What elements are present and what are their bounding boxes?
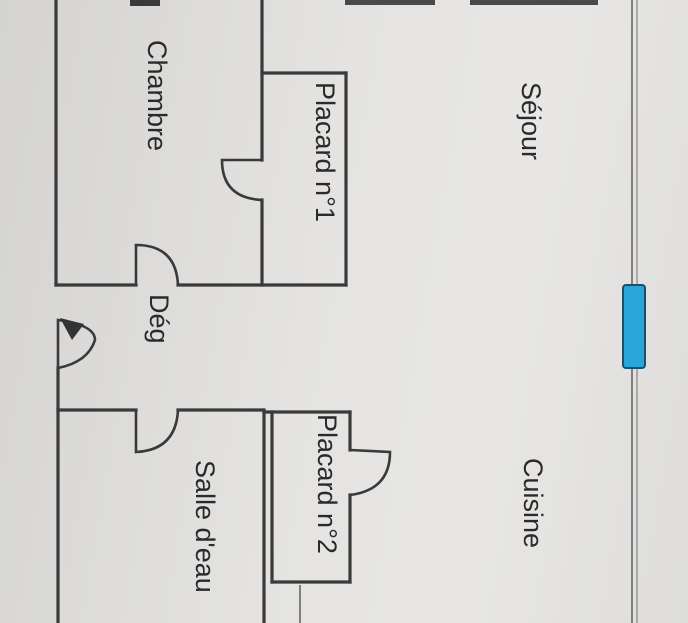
placard1-door — [220, 158, 263, 202]
top-fixture-mid — [345, 0, 435, 5]
label-salle-eau: Salle d'eau — [190, 460, 220, 593]
top-fixture-left — [130, 0, 160, 6]
exterior-wall-right — [631, 0, 638, 623]
label-deg: Dég — [144, 294, 174, 344]
chambre-wall — [54, 0, 348, 287]
chambre-door — [134, 243, 180, 286]
placard2-walls — [262, 410, 352, 623]
salle-eau-door — [134, 409, 180, 454]
window — [622, 284, 646, 369]
entrance-door-leaf — [60, 318, 84, 340]
label-sejour: Séjour — [516, 82, 546, 160]
label-placard1: Placard n°1 — [310, 82, 340, 222]
top-fixture-right — [470, 0, 598, 5]
label-placard2: Placard n°2 — [312, 414, 342, 554]
label-chambre: Chambre — [142, 40, 172, 151]
label-cuisine: Cuisine — [518, 458, 548, 548]
exterior-wall-left — [54, 0, 60, 623]
salle-eau-walls — [56, 408, 266, 623]
placard2-door — [349, 448, 392, 497]
placard1-walls — [260, 71, 348, 287]
